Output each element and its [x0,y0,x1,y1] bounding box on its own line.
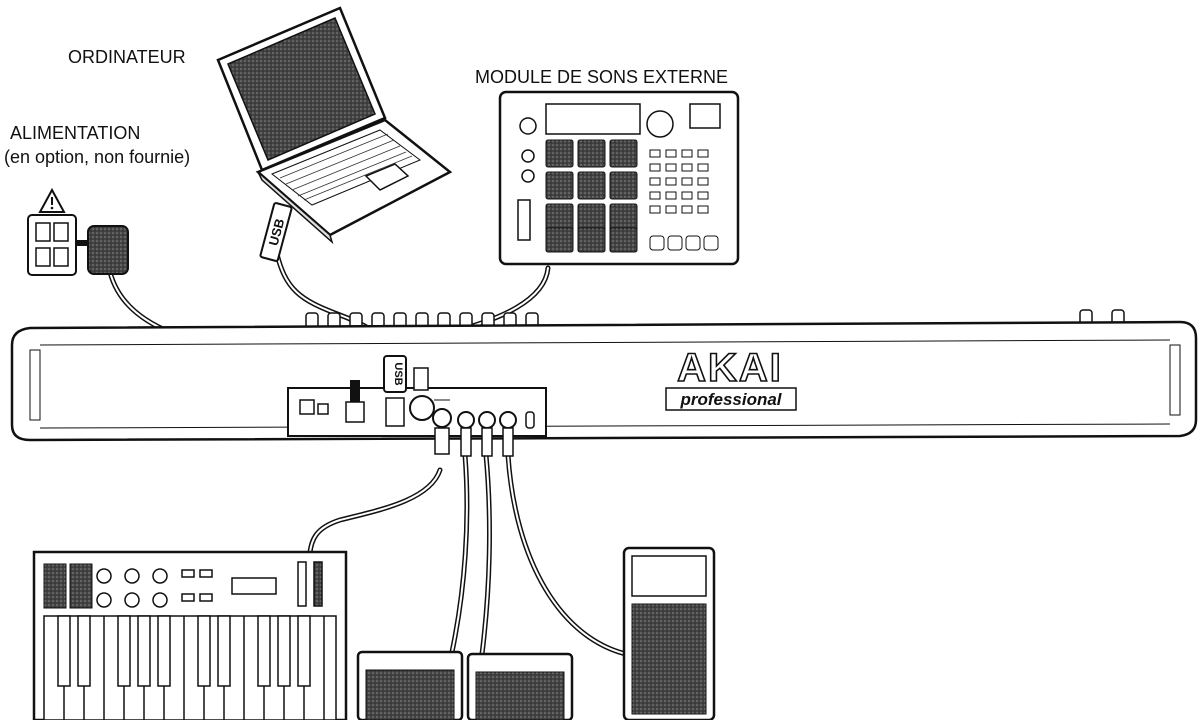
brand-tagline: professional [679,390,782,409]
module-knobs [517,103,721,241]
midi-controller [32,550,348,722]
sound-module-label: MODULE DE SONS EXTERNE [475,67,729,87]
sound-module [498,90,740,266]
sustain-pedal-2 [466,652,574,722]
power-supply-note: (en option, non fournie) [4,147,191,167]
expression-pedal [622,546,716,722]
main-keyboard: USB AKAI [10,309,1198,457]
brand-name: AKAI [677,346,783,390]
computer-label: ORDINATEUR [68,47,186,67]
midi-out-port [409,367,435,421]
controller-black-keys [57,615,311,687]
power-adapter [76,225,129,275]
power-supply-label: ALIMENTATION [10,123,141,143]
usb-cable-label: USB [266,217,288,247]
midi-in-cable [307,467,443,555]
controller-knobs [96,561,323,608]
pedal-cable-1 [449,452,470,655]
pedal-cable-2 [479,452,492,657]
sustain-pedal-1 [356,650,464,722]
pedal-jacks [457,411,517,457]
power-input [345,380,365,423]
warning-icon [38,187,66,213]
usb-port: USB [383,355,407,427]
midi-in-port [432,399,452,455]
rear-panel: USB [287,355,547,457]
module-buttons [649,149,719,251]
wall-outlet [27,214,77,276]
usb-connector-laptop: USB [259,202,293,262]
module-pads [545,139,638,253]
akai-logo: AKAI professional [665,345,797,411]
expression-pedal-cable [505,452,633,658]
laptop [216,6,453,245]
power-switch [299,399,329,415]
laptop-keyboard [279,133,413,201]
usb-plug-label: USB [392,362,404,385]
